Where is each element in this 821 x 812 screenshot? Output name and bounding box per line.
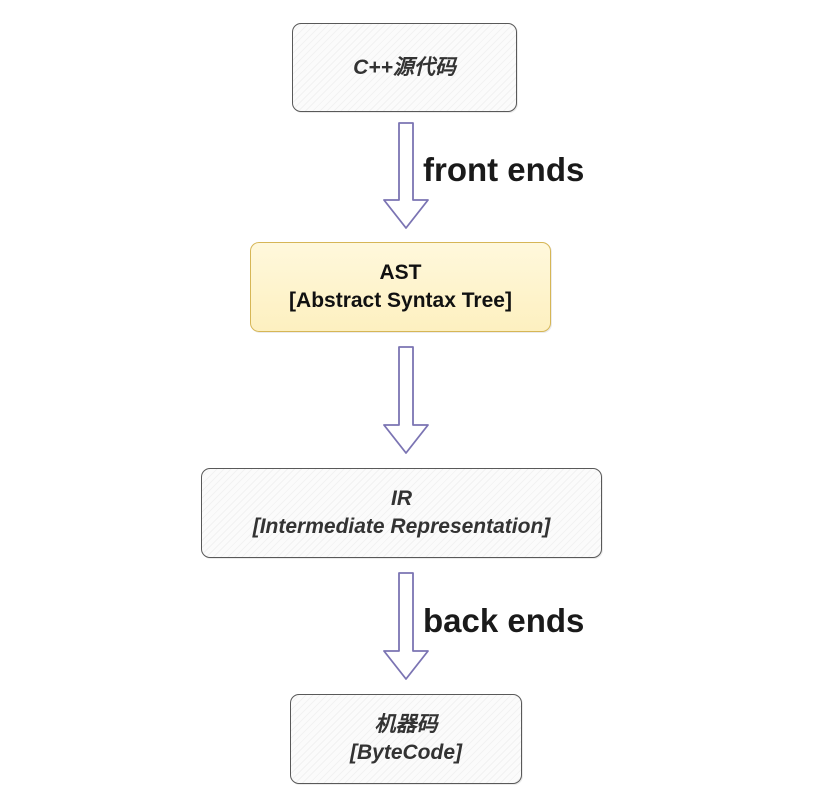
node-ir-subtitle: [Intermediate Representation] <box>252 515 551 538</box>
node-ir: IR [Intermediate Representation] <box>201 468 602 558</box>
node-cpp-source-label: C++源代码 <box>353 55 456 79</box>
node-machine-code: 机器码 [ByteCode] <box>290 694 522 784</box>
arrow-back-ends <box>383 572 429 680</box>
node-ast-subtitle: [Abstract Syntax Tree] <box>289 289 512 312</box>
edge-label-front-ends: front ends <box>423 151 585 188</box>
arrow-front-ends <box>383 122 429 229</box>
edge-label-back-ends: back ends <box>423 602 585 639</box>
node-machine-code-title: 机器码 <box>374 713 438 736</box>
node-ast-title: AST <box>379 261 422 284</box>
node-machine-code-subtitle: [ByteCode] <box>349 741 462 764</box>
node-ast: AST [Abstract Syntax Tree] <box>250 242 551 332</box>
arrow-ast-to-ir <box>383 346 429 454</box>
node-ir-title: IR <box>391 487 412 510</box>
node-cpp-source: C++源代码 <box>292 23 517 112</box>
